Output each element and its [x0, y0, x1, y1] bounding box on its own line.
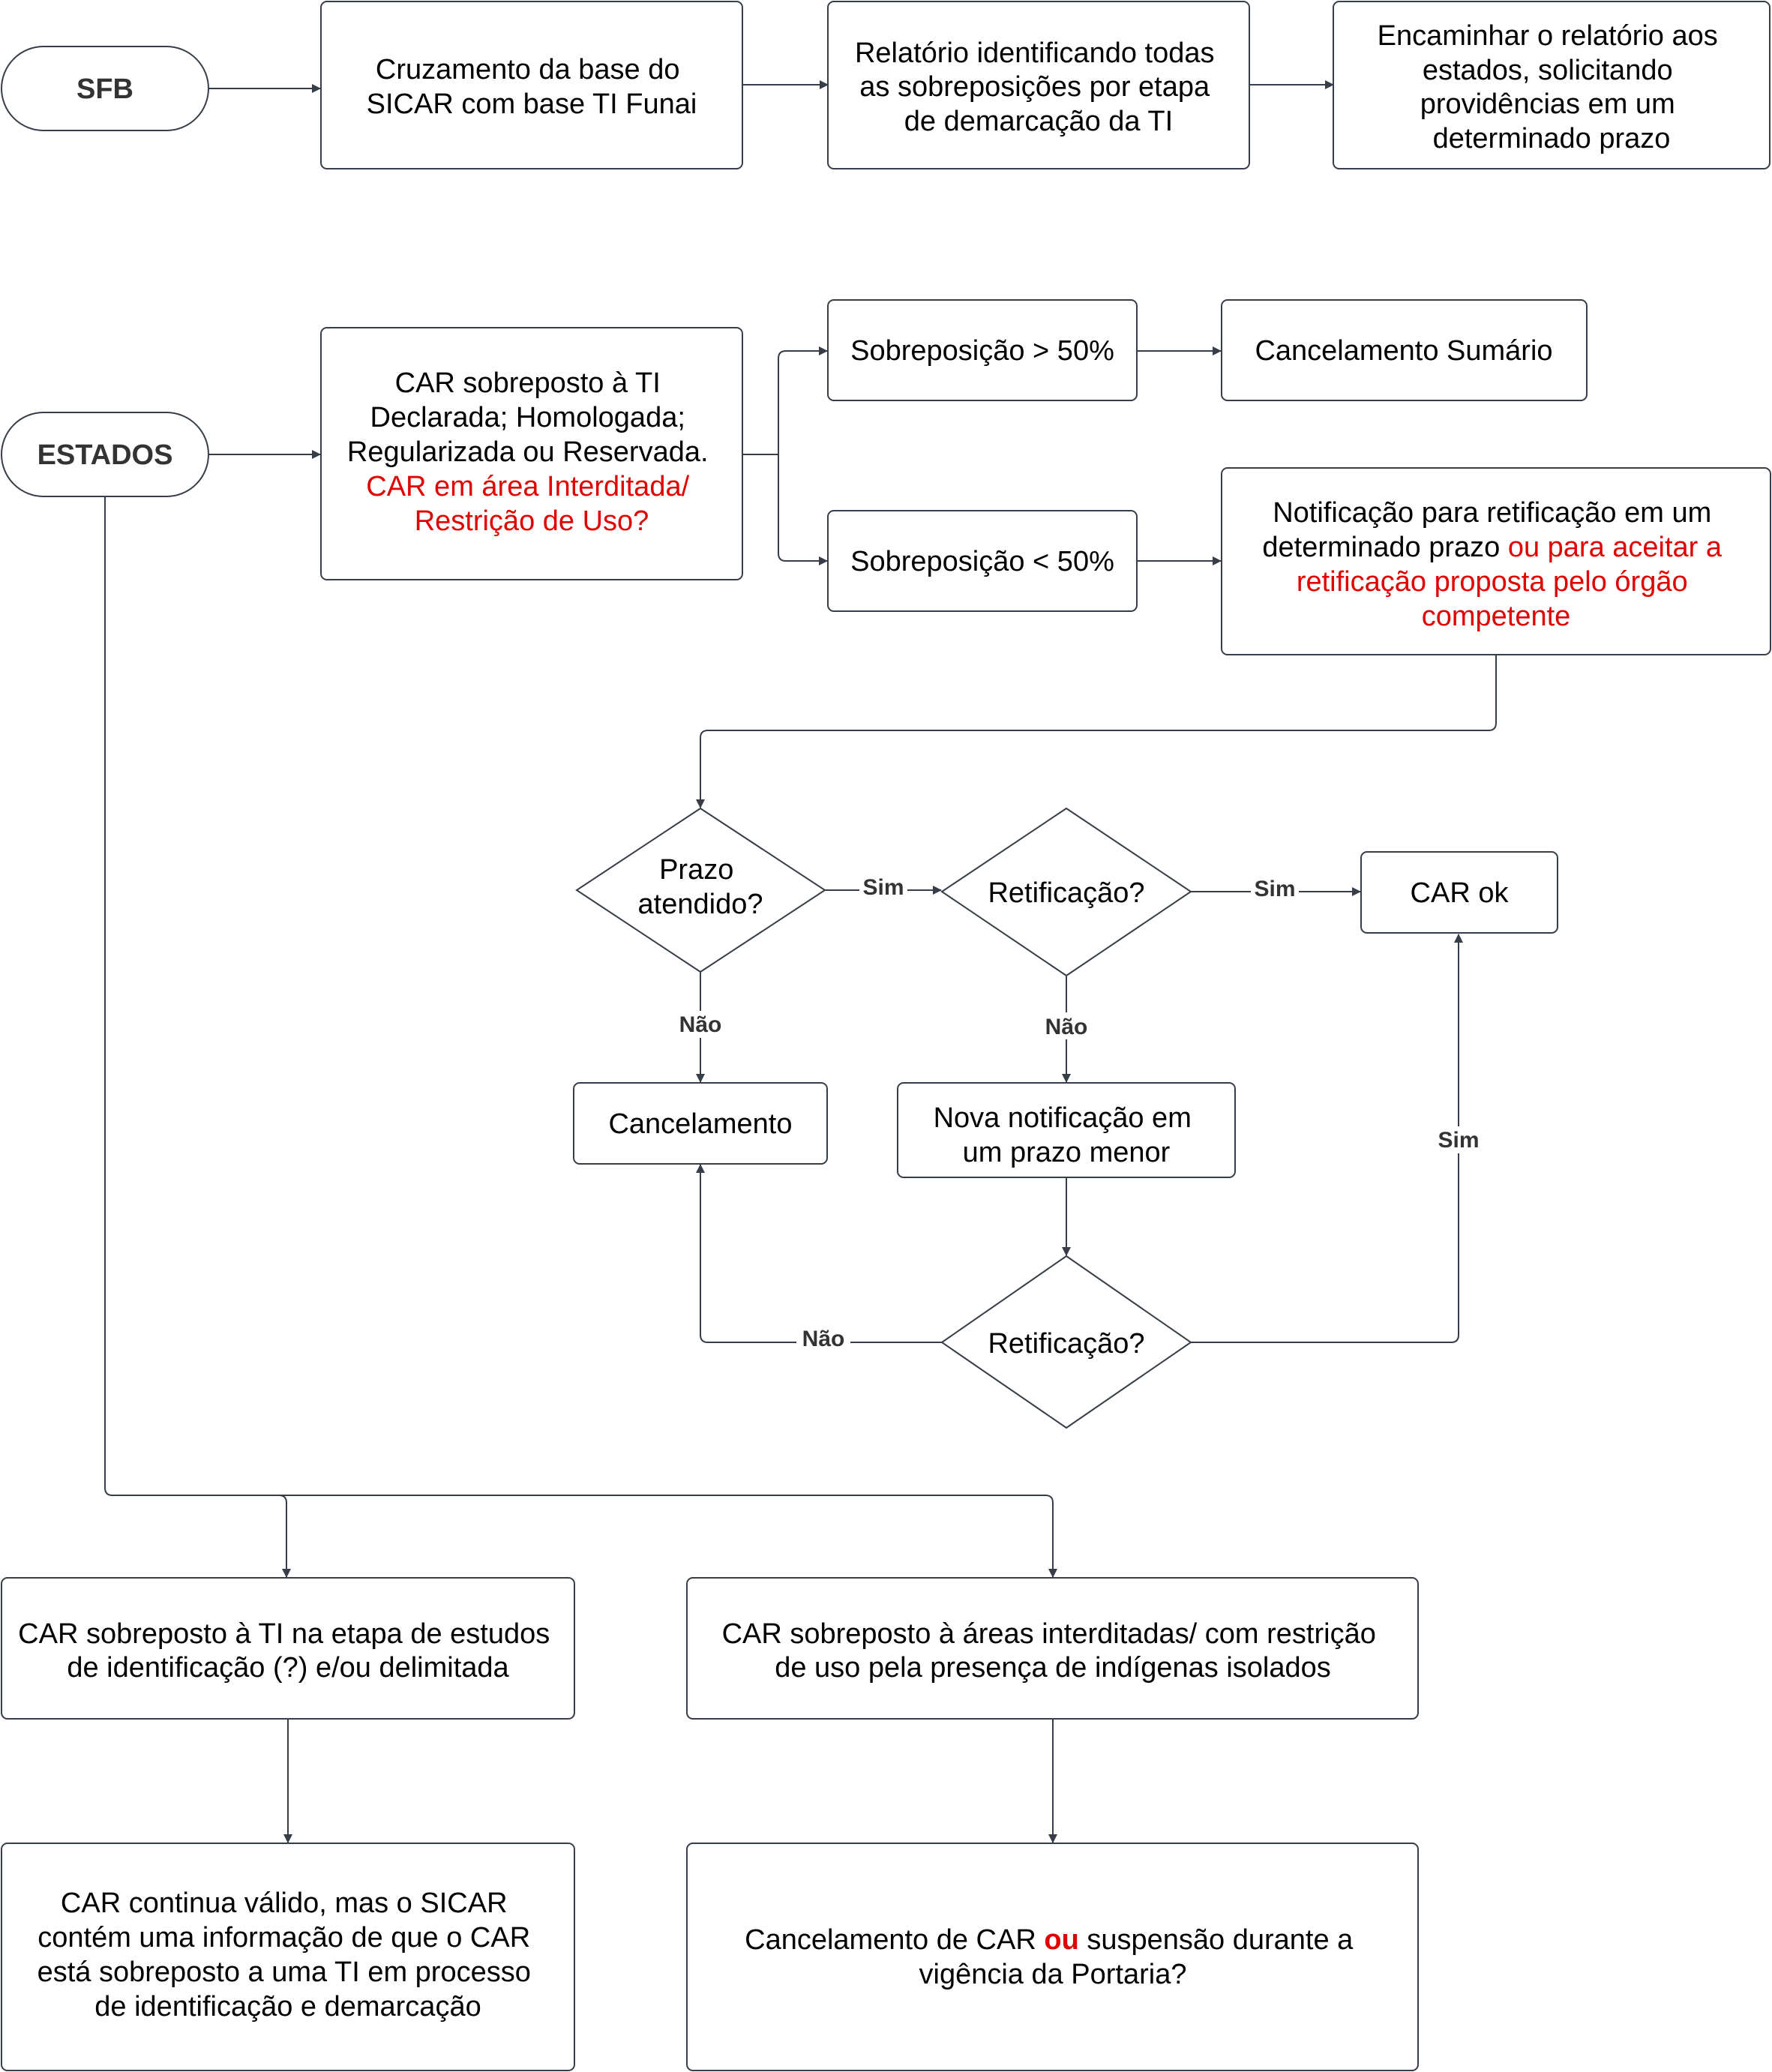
label-nao-retificacao2: Não — [802, 1327, 845, 1351]
label-sim-retificacao2: Sim — [1438, 1128, 1479, 1153]
node-car-sobreposto: CAR sobreposto à TI Declarada; Homologad… — [320, 327, 743, 580]
label-nao-retificacao1: Não — [1045, 1015, 1088, 1039]
node-sobreposicao-maior: Sobreposição > 50% — [827, 299, 1138, 401]
node-car-interditadas: CAR sobreposto à áreas interditadas/ com… — [686, 1577, 1419, 1720]
svg-text:Encaminhar o relatório aos: Encaminhar o relatório aos estados, soli… — [1378, 20, 1726, 154]
node-cancelamento-sumario: Cancelamento Sumário — [1221, 299, 1588, 401]
node-sfb: SFB — [1, 46, 209, 131]
node-car-ok: CAR ok — [1360, 851, 1558, 934]
svg-text:CAR sobreposto à áreas interdi: CAR sobreposto à áreas interditadas/ com… — [722, 1618, 1384, 1684]
label-nao-prazo: Não — [679, 1012, 722, 1037]
svg-text:CAR ok: CAR ok — [1411, 877, 1510, 909]
svg-text:CAR continua válido, mas o SIC: CAR continua válido, mas o SICAR contém … — [37, 1888, 539, 2023]
svg-text:Nova notificação em um p: Nova notificação em um prazo menor — [934, 1102, 1200, 1168]
label-sim-retificacao1: Sim — [1254, 877, 1295, 901]
node-notificacao: Notificação para retificação em um deter… — [1221, 467, 1771, 655]
node-cruzamento: Cruzamento da base do SICAR com base TI … — [320, 1, 743, 169]
svg-text:ESTADOS: ESTADOS — [37, 439, 173, 471]
svg-text:Retificação?: Retificação? — [988, 1328, 1144, 1360]
node-prazo-atendido: Prazo atendido? — [575, 807, 826, 973]
svg-text:Retificação?: Retificação? — [988, 877, 1144, 909]
node-car-estudos: CAR sobreposto à TI na etapa de estudos … — [1, 1577, 575, 1720]
node-cancelamento-car: Cancelamento de CAR ou suspensão durante… — [686, 1843, 1419, 2071]
edge-notificacao-prazo — [696, 655, 1497, 808]
node-nova-notificacao: Nova notificação em um prazo menor — [897, 1082, 1236, 1178]
svg-text:Prazo atendido?: Prazo atendido? — [638, 854, 763, 920]
edge-labels: Sim Sim Não Não Sim Não — [673, 874, 1483, 1353]
svg-text:CAR sobreposto à TI Decl: CAR sobreposto à TI Declarada; Homologad… — [347, 367, 716, 537]
svg-text:Cancelamento Sumário: Cancelamento Sumário — [1255, 335, 1552, 367]
svg-text:Sobreposição < 50%: Sobreposição < 50% — [850, 546, 1114, 577]
svg-text:Relatório identificando todas: Relatório identificando todas as sobrepo… — [855, 37, 1222, 137]
edge-retificacao2-carok — [1191, 934, 1463, 1343]
node-encaminhar: Encaminhar o relatório aos estados, soli… — [1333, 1, 1771, 169]
svg-text:SFB: SFB — [76, 73, 133, 105]
edge-car-sobre-maior — [742, 346, 828, 455]
svg-text:Cruzamento da base do SI: Cruzamento da base do SICAR com base TI … — [367, 54, 697, 120]
edge-trunk-estudos — [278, 1495, 291, 1578]
label-sim-prazo: Sim — [862, 875, 904, 900]
svg-text:Sobreposição > 50%: Sobreposição > 50% — [850, 335, 1114, 367]
svg-text:CAR sobreposto à TI na etapa d: CAR sobreposto à TI na etapa de estudos … — [18, 1618, 558, 1684]
edge-car-sobre-menor — [778, 454, 828, 565]
node-car-continua-valido: CAR continua válido, mas o SICAR contém … — [1, 1843, 575, 2071]
node-sobreposicao-menor: Sobreposição < 50% — [827, 510, 1138, 612]
svg-text:Cancelamento: Cancelamento — [608, 1108, 792, 1140]
edge-estados-trunk — [104, 495, 1057, 1578]
svg-text:Notificação para retificação e: Notificação para retificação em um deter… — [1262, 497, 1729, 632]
node-cancelamento: Cancelamento — [573, 1082, 828, 1165]
node-relatorio: Relatório identificando todas as sobrepo… — [827, 1, 1250, 169]
node-retificacao-2: Retificação? — [940, 1255, 1192, 1429]
node-estados: ESTADOS — [1, 412, 209, 497]
svg-text:Cancelamento de CAR ou suspens: Cancelamento de CAR ou suspensão durante… — [745, 1924, 1361, 1990]
edge-retificacao2-cancelamento — [696, 1164, 942, 1343]
node-retificacao-1: Retificação? — [940, 807, 1192, 977]
